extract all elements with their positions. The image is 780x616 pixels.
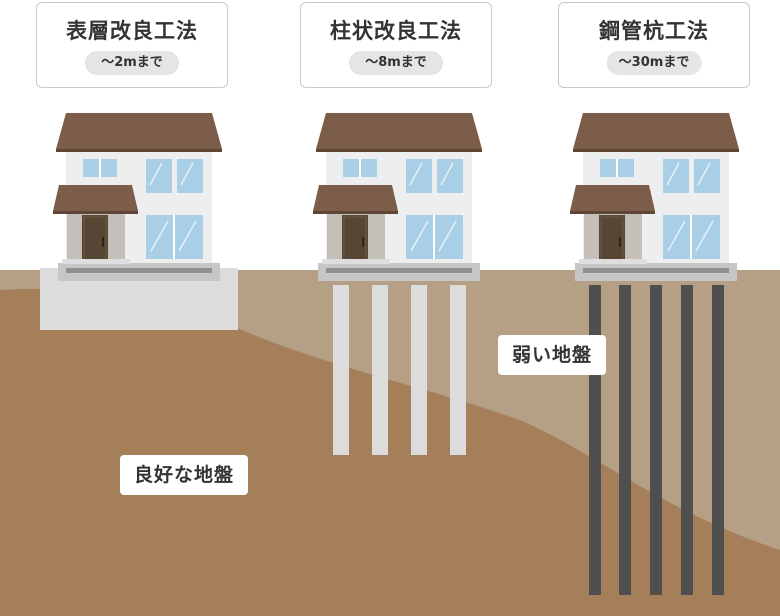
- soil-column: [372, 285, 388, 455]
- steel-pile: [681, 285, 693, 595]
- soil-column: [333, 285, 349, 455]
- steel-pile: [712, 285, 724, 595]
- steel-pile: [589, 285, 601, 595]
- house-surface-method: [52, 112, 223, 282]
- soil-column: [411, 285, 427, 455]
- method-title: 表層改良工法: [66, 19, 198, 43]
- house-pile-method: [569, 112, 740, 282]
- good-ground-label: 良好な地盤: [120, 455, 249, 495]
- soil-cement-columns: [333, 285, 466, 455]
- house-column-method: [312, 112, 483, 282]
- depth-badge: ～2mまで: [85, 51, 179, 75]
- steel-pile: [619, 285, 631, 595]
- steel-pile: [650, 285, 662, 595]
- weak-ground-label: 弱い地盤: [498, 335, 607, 375]
- soil-column: [450, 285, 466, 455]
- good-soil-layer: [0, 288, 780, 616]
- method-card-surface: 表層改良工法 ～2mまで: [36, 2, 228, 88]
- method-card-pile: 鋼管杭工法 ～30mまで: [558, 2, 750, 88]
- method-title: 柱状改良工法: [330, 19, 462, 43]
- depth-badge: ～30mまで: [606, 51, 702, 75]
- method-card-column: 柱状改良工法 ～8mまで: [300, 2, 492, 88]
- depth-badge: ～8mまで: [349, 51, 443, 75]
- method-title: 鋼管杭工法: [599, 19, 709, 43]
